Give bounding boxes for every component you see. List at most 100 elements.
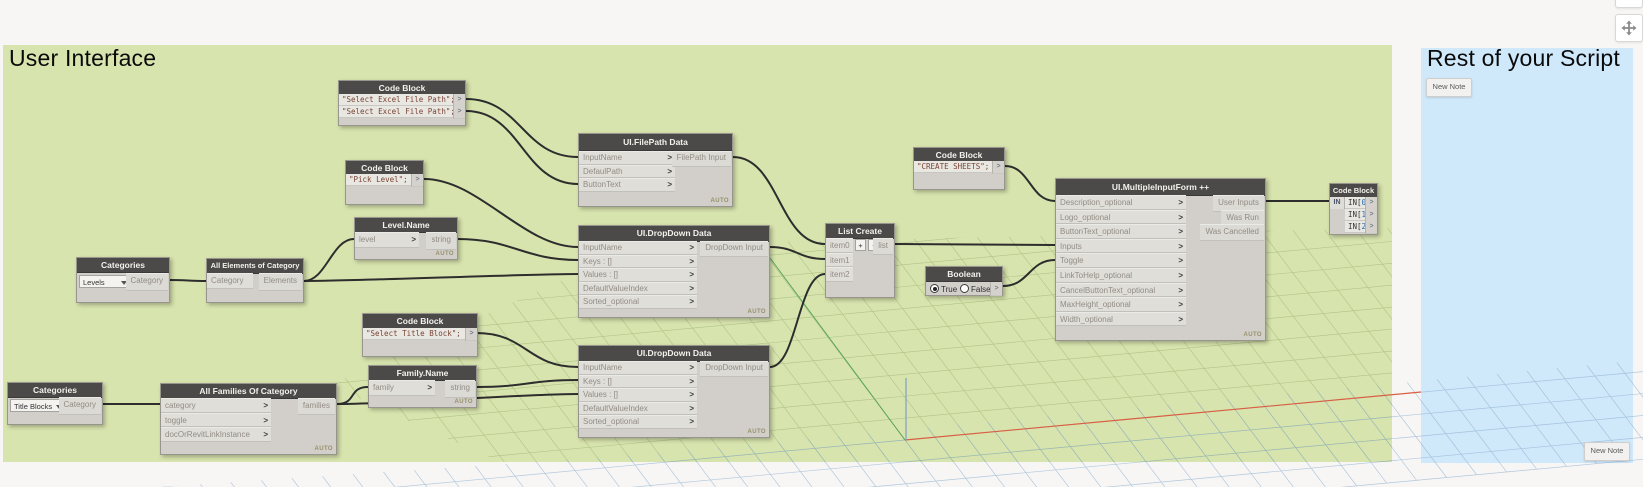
input-port-docorrevitlinkinstance[interactable]: docOrRevitLinkInstance xyxy=(161,427,271,442)
node-title[interactable]: Level.Name xyxy=(355,218,457,233)
input-port-inputname[interactable]: InputName xyxy=(579,151,675,165)
node-all-elements-of-category[interactable]: All Elements of Category Category Elemen… xyxy=(206,258,304,303)
code-line[interactable]: "CREATE SHEETS"; xyxy=(914,161,993,173)
pan-button[interactable] xyxy=(1615,14,1643,42)
node-categories-title-blocks[interactable]: Categories Title Blocks Category xyxy=(7,382,103,425)
node-title[interactable]: Categories xyxy=(8,383,102,398)
output-port[interactable] xyxy=(990,282,1002,296)
node-code-block-pick-level[interactable]: Code Block "Pick Level"; xyxy=(345,160,424,205)
input-port-maxheight-optional[interactable]: MaxHeight_optional xyxy=(1056,297,1186,312)
input-port-item0[interactable]: item0 xyxy=(826,238,853,253)
input-port-category[interactable]: category xyxy=(161,398,271,413)
wire[interactable] xyxy=(465,110,579,185)
node-code-block-excel[interactable]: Code Block "Select Excel File Path"; "Se… xyxy=(338,80,466,126)
input-port-values[interactable]: Values : [] xyxy=(579,268,697,282)
output-port-string[interactable]: string xyxy=(445,380,475,398)
output-port[interactable] xyxy=(453,106,465,119)
code-line[interactable]: IN[0]; xyxy=(1345,197,1366,209)
wire[interactable] xyxy=(769,246,826,260)
output-port-families[interactable]: families xyxy=(297,398,335,415)
input-port-defaulpath[interactable]: DefaulPath xyxy=(579,164,675,178)
node-title[interactable]: All Elements of Category xyxy=(207,259,303,274)
node-ui-multipleinputform[interactable]: UI.MultipleInputForm ++ Description_opti… xyxy=(1055,178,1266,341)
category-dropdown[interactable]: Levels xyxy=(79,275,131,288)
code-line[interactable]: "Pick Level"; xyxy=(346,174,412,186)
code-line[interactable]: "Select Title Block"; xyxy=(363,328,466,340)
input-port-toggle[interactable]: Toggle xyxy=(1056,253,1186,268)
input-port-keys[interactable]: Keys : [] xyxy=(579,254,697,268)
wire[interactable] xyxy=(465,98,579,158)
wire[interactable] xyxy=(457,238,579,261)
node-boolean[interactable]: Boolean True False xyxy=(925,266,1003,296)
output-port-was-cancelled[interactable]: Was Cancelled xyxy=(1200,224,1264,241)
input-port-inputs[interactable]: Inputs xyxy=(1056,238,1186,254)
radio-true[interactable]: True xyxy=(930,284,957,294)
wire[interactable] xyxy=(769,273,826,368)
node-title[interactable]: List Create xyxy=(826,224,894,239)
wire[interactable] xyxy=(894,243,1056,246)
wire[interactable] xyxy=(1004,165,1056,202)
input-port-sorted-optional[interactable]: Sorted_optional xyxy=(579,415,697,429)
node-title[interactable]: All Families Of Category xyxy=(161,384,336,399)
node-title[interactable]: UI.MultipleInputForm ++ xyxy=(1056,179,1265,196)
wire[interactable] xyxy=(732,156,826,245)
node-title[interactable]: Code Block xyxy=(363,314,477,329)
node-all-families-of-category[interactable]: All Families Of Category category toggle… xyxy=(160,383,337,455)
wire[interactable] xyxy=(476,379,579,388)
wire[interactable] xyxy=(336,386,369,405)
output-port-category[interactable]: Category xyxy=(58,397,101,415)
node-ui-filepath-data[interactable]: UI.FilePath Data InputName DefaulPath Bu… xyxy=(578,133,733,207)
wire[interactable] xyxy=(169,279,207,282)
output-port[interactable] xyxy=(411,174,423,187)
wire[interactable] xyxy=(475,332,579,368)
output-port-filepath-input[interactable]: FilePath Input xyxy=(671,151,731,167)
wire[interactable] xyxy=(1002,259,1056,287)
input-port-values[interactable]: Values : [] xyxy=(579,388,697,402)
input-port-inputname[interactable]: InputName xyxy=(579,361,697,375)
input-port-sorted-optional[interactable]: Sorted_optional xyxy=(579,295,697,309)
output-port[interactable] xyxy=(465,328,477,341)
node-code-block-create-sheets[interactable]: Code Block "CREATE SHEETS"; xyxy=(913,147,1005,190)
input-port-keys[interactable]: Keys : [] xyxy=(579,374,697,388)
input-port-defaultvalueindex[interactable]: DefaultValueIndex xyxy=(579,281,697,295)
node-code-block-out[interactable]: Code Block IN IN[0]; IN[1]; IN[2]; xyxy=(1329,183,1378,235)
input-port-item1[interactable]: item1 xyxy=(826,252,853,268)
output-port-category[interactable]: Category xyxy=(125,273,168,291)
code-line[interactable]: "Select Excel File Path"; xyxy=(339,94,454,106)
code-line[interactable]: "Select Excel File Path"; xyxy=(339,106,454,118)
wire[interactable] xyxy=(423,178,579,248)
input-port-linktohelp-optional[interactable]: LinkToHelp_optional xyxy=(1056,268,1186,283)
input-port-defaultvalueindex[interactable]: DefaultValueIndex xyxy=(579,401,697,415)
output-port[interactable] xyxy=(1365,221,1377,234)
input-port-logo-optional[interactable]: Logo_optional xyxy=(1056,209,1186,225)
input-port-category[interactable]: Category xyxy=(207,273,253,289)
new-note-button-bottom[interactable]: New Note xyxy=(1584,442,1630,461)
input-port-inputname[interactable]: InputName xyxy=(579,241,697,255)
output-port-list[interactable]: list xyxy=(873,238,893,255)
node-list-create[interactable]: List Create item0 + - list item1 item2 xyxy=(825,223,895,298)
node-code-block-select-title-block[interactable]: Code Block "Select Title Block"; xyxy=(362,313,478,357)
output-port-dropdown-input[interactable]: DropDown Input xyxy=(700,241,768,257)
input-port-description-optional[interactable]: Description_optional xyxy=(1056,195,1186,210)
node-categories-levels[interactable]: Categories Levels Category xyxy=(76,257,170,303)
code-line[interactable]: IN[2]; xyxy=(1345,221,1366,233)
code-line[interactable]: IN[1]; xyxy=(1345,209,1366,221)
wire[interactable] xyxy=(303,238,355,282)
node-title[interactable]: Family.Name xyxy=(369,366,476,381)
radio-false[interactable]: False xyxy=(960,284,991,294)
input-port-buttontext-optional[interactable]: ButtonText_optional xyxy=(1056,224,1186,239)
node-title[interactable]: UI.FilePath Data xyxy=(579,134,732,151)
add-item-button[interactable]: + xyxy=(855,239,866,251)
node-ui-dropdown-data-2[interactable]: UI.DropDown Data InputName Keys : [] Val… xyxy=(578,345,770,438)
node-family-name[interactable]: Family.Name family string AUTO xyxy=(368,365,477,408)
node-level-name[interactable]: Level.Name level string AUTO xyxy=(354,217,458,260)
input-port-item2[interactable]: item2 xyxy=(826,267,853,282)
input-port-level[interactable]: level xyxy=(355,232,419,248)
output-port-string[interactable]: string xyxy=(426,232,456,250)
group-rest-of-script[interactable]: Rest of your Script xyxy=(1421,45,1633,463)
input-port-family[interactable]: family xyxy=(369,380,435,396)
input-port-cancelbuttontext-optional[interactable]: CancelButtonText_optional xyxy=(1056,282,1186,298)
wire[interactable] xyxy=(303,273,579,282)
input-port-toggle[interactable]: toggle xyxy=(161,412,271,428)
output-port-elements[interactable]: Elements xyxy=(258,273,302,291)
